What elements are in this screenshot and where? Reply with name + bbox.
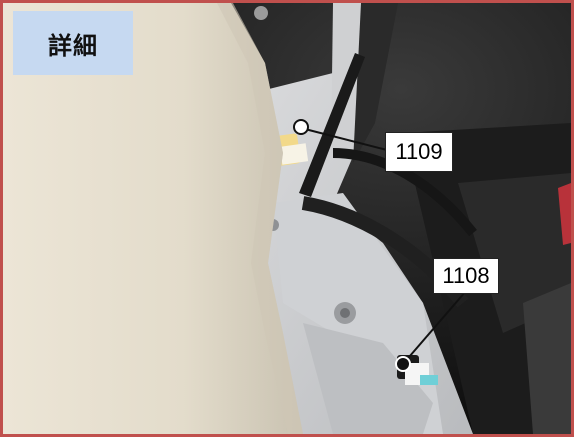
callout-1108: 1108 [433, 258, 499, 294]
vehicle-body-photo [3, 3, 571, 434]
callout-1109: 1109 [385, 132, 453, 172]
detail-label: 詳細 [13, 11, 133, 75]
